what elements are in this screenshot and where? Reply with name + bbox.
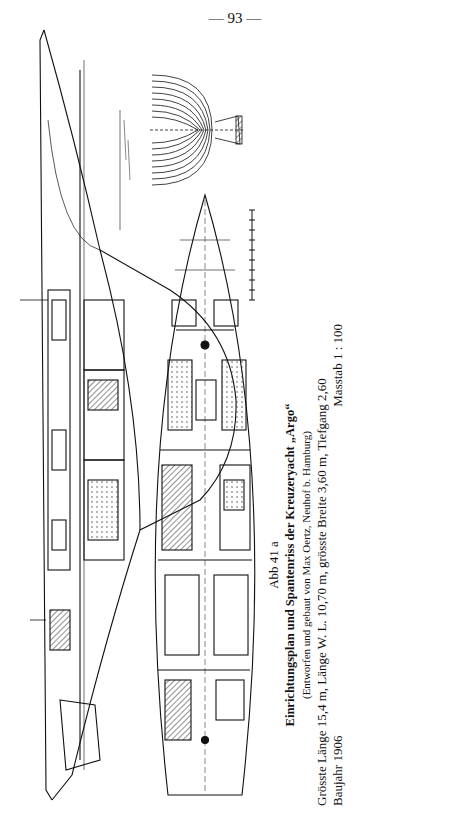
- scale-tick: [249, 280, 255, 281]
- section-line: [152, 93, 206, 167]
- section-line: [152, 105, 202, 155]
- section-line: [152, 75, 212, 185]
- scale-tick: [249, 250, 255, 251]
- section-line: [152, 111, 200, 149]
- scale-tick: [249, 270, 255, 271]
- scale-tick: [249, 220, 255, 221]
- caption-block: Abb 41 aEinrichtungsplan und Spantenriss…: [266, 324, 348, 806]
- scale-bar: [249, 210, 255, 300]
- section-line: [152, 81, 210, 179]
- plan-view: [155, 195, 255, 795]
- section-line: [152, 117, 198, 143]
- scale-tick: [249, 290, 255, 291]
- scale-note: Masstab 1 : 100: [330, 324, 346, 407]
- scale-tick: [249, 240, 255, 241]
- figure-credit: (Entworfen und gebaut von Max Oertz, Neu…: [298, 324, 314, 806]
- figure-number: Abb 41 a: [266, 324, 282, 806]
- section-line: [152, 87, 208, 173]
- scale-tick: [249, 300, 255, 301]
- scale-tick: [249, 230, 255, 231]
- scale-tick: [249, 260, 255, 261]
- profile-view: [20, 30, 236, 800]
- scale-tick: [249, 210, 255, 211]
- caption-row: Baujahr 1906 Masstab 1 : 100: [330, 324, 346, 806]
- page-number: — 93 —: [0, 10, 470, 27]
- figure-title: Einrichtungsplan und Spantenriss der Kre…: [282, 324, 298, 806]
- section-line: [152, 99, 204, 161]
- build-year: Baujahr 1906: [330, 736, 346, 806]
- dimension-line: Grösste Länge 15,4 m, Länge W. L. 10,70 …: [314, 324, 330, 806]
- body-plan: [150, 75, 245, 185]
